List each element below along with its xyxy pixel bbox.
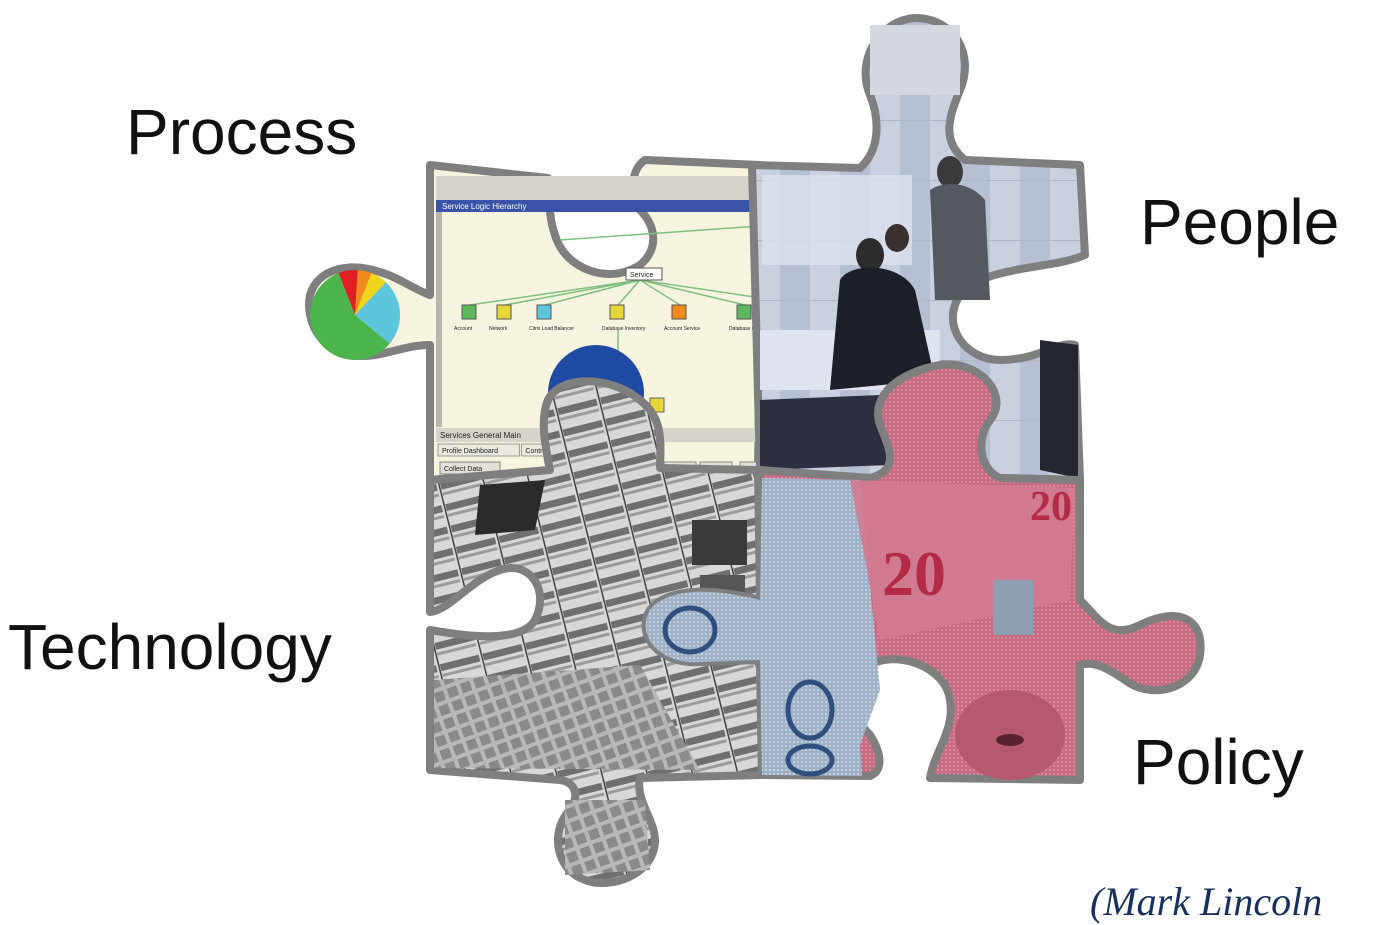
server-rack-dark	[475, 480, 545, 535]
hierarchy-node-label: Database Inventory	[602, 326, 646, 332]
banknote-value-corner: 20	[1030, 484, 1072, 530]
office-ceiling	[870, 25, 960, 95]
person-body-2	[930, 184, 990, 300]
hierarchy-node-icon	[536, 304, 552, 320]
policy-label: Policy	[1133, 726, 1304, 798]
dark-panel	[1040, 340, 1078, 478]
process-label: Process	[126, 96, 358, 168]
app-titlebar	[436, 200, 756, 212]
person-head-2	[937, 156, 963, 188]
pie-slice	[355, 273, 386, 315]
top-node-label: Service	[630, 272, 653, 279]
app-left-rail	[436, 212, 442, 427]
person-head-3	[885, 224, 909, 252]
hierarchy-links	[469, 225, 809, 360]
policy-piece: 20 20	[641, 360, 1205, 784]
person-body-1	[830, 267, 935, 390]
top-node	[625, 267, 663, 281]
office-chair	[760, 395, 890, 470]
banknote-hologram	[993, 580, 1033, 635]
app-tab-label: Profile Dashboard	[442, 448, 498, 455]
process-piece: Service Logic Hierarchy Service Account N…	[305, 156, 865, 484]
floor-grate-knob	[565, 800, 650, 875]
people-label: People	[1140, 186, 1340, 258]
hierarchy-node-icon	[461, 304, 477, 320]
app-window-title: Service Logic Hierarchy	[442, 202, 526, 211]
hierarchy-node-label: Database Cluster	[729, 326, 768, 332]
floor-grate	[434, 665, 700, 770]
hierarchy-node-label: Account Service	[664, 326, 700, 332]
pie-slice	[355, 282, 400, 344]
app-button-label: Collect Data	[444, 466, 482, 473]
office-partition	[762, 175, 912, 265]
hierarchy-node-icon	[736, 304, 752, 320]
hierarchy-node-label: Account	[454, 326, 473, 332]
pie-chart-icon	[309, 270, 400, 361]
app-toolbar	[436, 176, 756, 200]
technology-label: Technology	[8, 611, 332, 683]
person-head-1	[856, 238, 884, 272]
hierarchy-node-icon	[609, 304, 625, 320]
pie-slice	[338, 270, 358, 315]
hierarchy-node-label: Network	[489, 326, 508, 332]
blue-banknote	[645, 478, 880, 776]
people-piece	[748, 14, 1089, 484]
banknote-value: 20	[882, 538, 946, 609]
app-status-text: Services General Main	[440, 431, 521, 440]
hierarchy-node-icon	[671, 304, 687, 320]
pie-slice	[355, 270, 372, 315]
technology-piece	[426, 377, 766, 888]
hierarchy-node-label: Citrix Load Balancer	[529, 326, 574, 332]
server-vent-1	[692, 520, 747, 565]
app-tab	[437, 443, 520, 457]
hierarchy-node-icon	[496, 304, 512, 320]
pie-slice	[309, 273, 390, 361]
banknote-portrait-eye	[996, 734, 1024, 746]
banknote-ovals	[662, 605, 835, 777]
